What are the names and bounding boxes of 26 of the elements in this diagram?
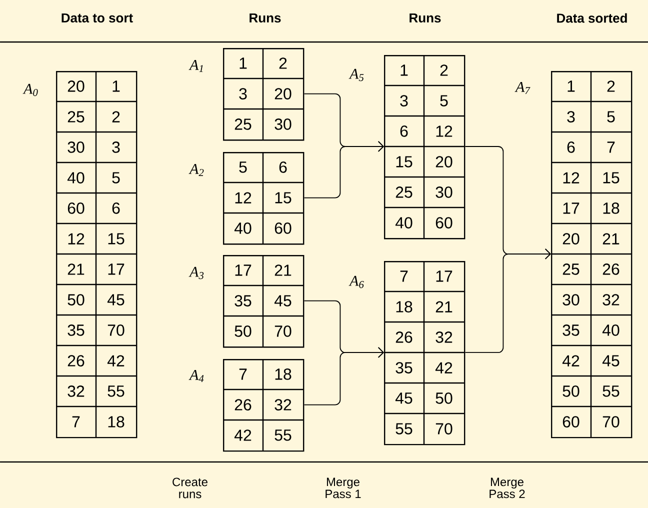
array-table: 7 18 26 32 42 55 xyxy=(223,358,304,452)
column-header: Runs xyxy=(410,13,441,23)
array-table: 1 2 3 5 6 7 12 15 17 18 20 21 25 26 30 32 35 40 42 45 50 55 60 70 xyxy=(551,71,632,438)
array-name: A$_{0}$ xyxy=(22,84,38,96)
arrow xyxy=(304,141,384,198)
stage-label: Merge Pass 1 xyxy=(326,478,361,498)
arrow xyxy=(304,347,384,406)
stage-label: Merge Pass 2 xyxy=(490,478,525,498)
column-header: Data sorted xyxy=(557,13,627,23)
column-header: Runs xyxy=(250,13,281,23)
array-name: A$_{7}$ xyxy=(514,82,530,94)
array-table: 7 17 18 21 26 32 35 42 45 50 55 70 xyxy=(384,260,466,446)
array-table: 1 2 3 5 6 12 15 20 25 30 40 60 xyxy=(384,55,466,240)
array-table: 1 2 3 20 25 30 xyxy=(223,48,304,141)
array-name: A$_{4}$ xyxy=(188,370,204,382)
array-name: A$_{5}$ xyxy=(348,68,364,82)
arrow xyxy=(464,248,551,353)
array-table: 5 6 12 15 40 60 xyxy=(223,152,304,245)
array-table: 17 21 35 45 50 70 xyxy=(223,255,304,348)
array-table: 20 1 25 2 30 3 40 5 60 6 12 15 21 17 50 45 35 70 26 42 32 55 7 18 xyxy=(56,71,138,438)
stage-label: Create runs xyxy=(172,478,208,498)
array-name: A$_{1}$ xyxy=(188,60,203,72)
array-name: A$_{2}$ xyxy=(188,164,204,176)
array-name: A$_{3}$ xyxy=(188,266,204,280)
array-name: A$_{6}$ xyxy=(348,276,364,288)
column-header: Data to sort xyxy=(62,13,133,23)
